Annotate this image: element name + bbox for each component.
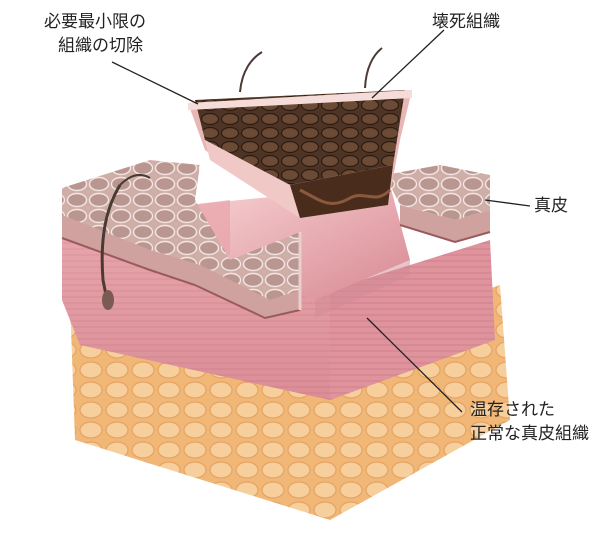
label-minimal-excision-line1: 必要最小限の xyxy=(44,10,146,34)
label-preserved-dermis-line1: 温存された xyxy=(470,398,589,422)
label-minimal-excision: 必要最小限の 組織の切除 xyxy=(44,10,146,58)
removed-necrotic-block xyxy=(188,48,412,218)
label-preserved-dermis: 温存された 正常な真皮組織 xyxy=(470,398,589,446)
leader-dermis xyxy=(485,200,530,206)
label-necrotic-tissue: 壊死組織 xyxy=(432,10,500,34)
leader-minimal-excision xyxy=(112,62,198,104)
label-preserved-dermis-line2: 正常な真皮組織 xyxy=(470,422,589,446)
label-dermis: 真皮 xyxy=(534,194,568,218)
label-minimal-excision-line2: 組織の切除 xyxy=(44,34,146,58)
leader-necrotic-tissue xyxy=(372,30,444,98)
